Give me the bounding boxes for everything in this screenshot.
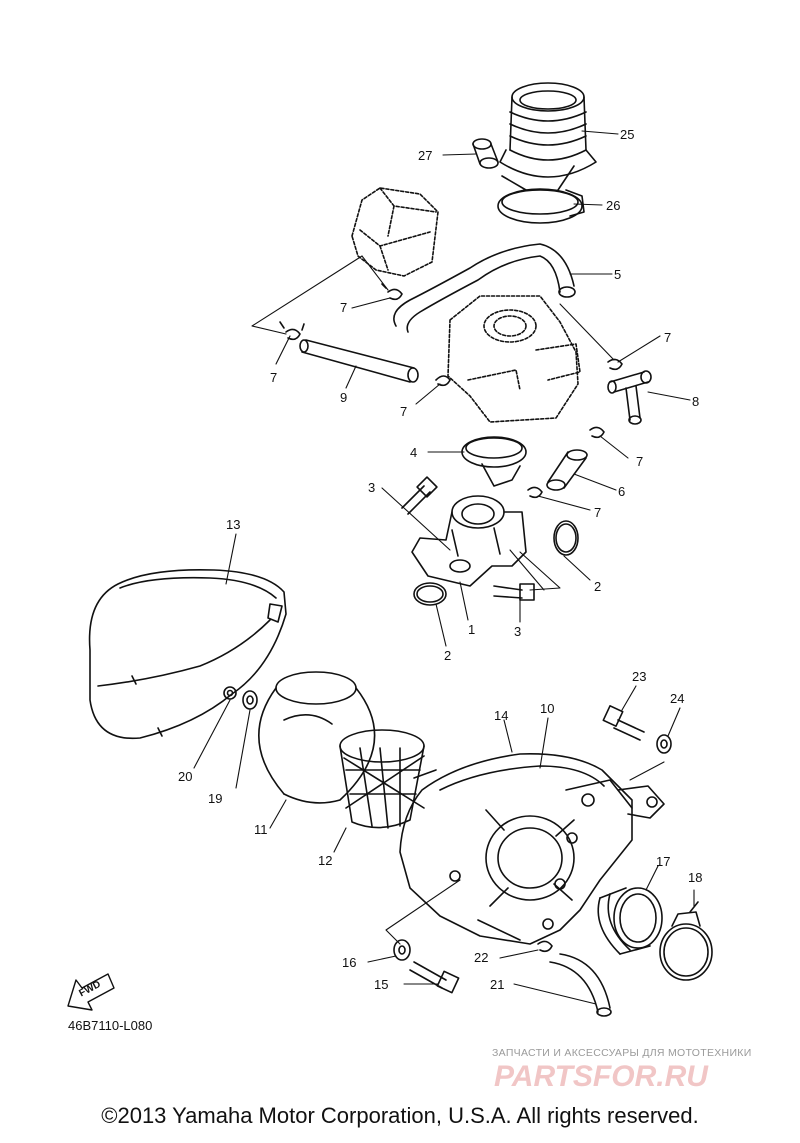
callout-22: 22 — [474, 950, 488, 965]
part-14-air-case — [399, 753, 665, 945]
part-26-clamp — [497, 165, 585, 224]
part-3-bolts — [401, 476, 535, 601]
part-25-joint — [499, 82, 597, 178]
part-16-15-fasteners — [393, 939, 460, 994]
part-5-hose — [393, 243, 576, 333]
callout-23: 23 — [632, 669, 646, 684]
part-27-pipe — [472, 138, 499, 169]
callout-5: 5 — [614, 267, 621, 282]
part-8-t-joint — [607, 370, 652, 425]
part-2-o-rings — [413, 520, 579, 606]
callout-9: 9 — [340, 390, 347, 405]
part-7-clips — [279, 283, 623, 499]
callout-7d: 7 — [400, 404, 407, 419]
callout-21: 21 — [490, 977, 504, 992]
callout-3b: 3 — [514, 624, 521, 639]
callout-15: 15 — [374, 977, 388, 992]
callout-27: 27 — [418, 148, 432, 163]
watermark-logo: PARTSFOR.RU — [494, 1060, 709, 1093]
part-9-pipe — [299, 339, 419, 383]
part-13-cover — [88, 568, 287, 740]
callout-8: 8 — [692, 394, 699, 409]
fwd-arrow-icon — [67, 973, 115, 1011]
bracket-cover — [351, 187, 439, 277]
callout-2b: 2 — [444, 648, 451, 663]
callout-13: 13 — [226, 517, 240, 532]
part-6-pipe — [546, 449, 588, 491]
callout-16: 16 — [342, 955, 356, 970]
callout-17: 17 — [656, 854, 670, 869]
part-17-joint — [597, 887, 663, 955]
callout-4: 4 — [410, 445, 417, 460]
part-22-21-hose — [477, 919, 612, 1017]
part-11-element — [258, 671, 376, 804]
callout-6: 6 — [618, 484, 625, 499]
callout-labels: 25 27 26 5 7 7 7 9 7 8 7 4 6 7 3 2 1 3 2… — [178, 127, 702, 992]
callout-2a: 2 — [594, 579, 601, 594]
callout-26: 26 — [606, 198, 620, 213]
callout-14: 14 — [494, 708, 508, 723]
carburetor-body — [447, 295, 581, 423]
part-18-clamp — [659, 901, 713, 981]
callout-24: 24 — [670, 691, 684, 706]
callout-20: 20 — [178, 769, 192, 784]
part-20-19-washers — [223, 686, 258, 710]
callout-10: 10 — [540, 701, 554, 716]
copyright-notice: ©2013 Yamaha Motor Corporation, U.S.A. A… — [101, 1103, 699, 1128]
callout-18: 18 — [688, 870, 702, 885]
leader-lines — [193, 130, 695, 1005]
part-12-mesh — [339, 729, 425, 829]
part-1-intake-joint — [411, 495, 527, 587]
drawing-code: 46B7110-L080 — [68, 1018, 152, 1033]
callout-1: 1 — [468, 622, 475, 637]
callout-7a: 7 — [340, 300, 347, 315]
callout-3a: 3 — [368, 480, 375, 495]
callout-7b: 7 — [664, 330, 671, 345]
callout-11: 11 — [254, 822, 268, 837]
callout-7f: 7 — [594, 505, 601, 520]
callout-7c: 7 — [270, 370, 277, 385]
callout-19: 19 — [208, 791, 222, 806]
callout-25: 25 — [620, 127, 634, 142]
callout-12: 12 — [318, 853, 332, 868]
part-4-clamp — [461, 436, 527, 487]
part-23-24-bolt-washer — [602, 704, 672, 754]
watermark-tagline: ЗАПЧАСТИ И АКСЕССУАРЫ ДЛЯ МОТОТЕХНИКИ — [492, 1047, 752, 1059]
callout-7e: 7 — [636, 454, 643, 469]
